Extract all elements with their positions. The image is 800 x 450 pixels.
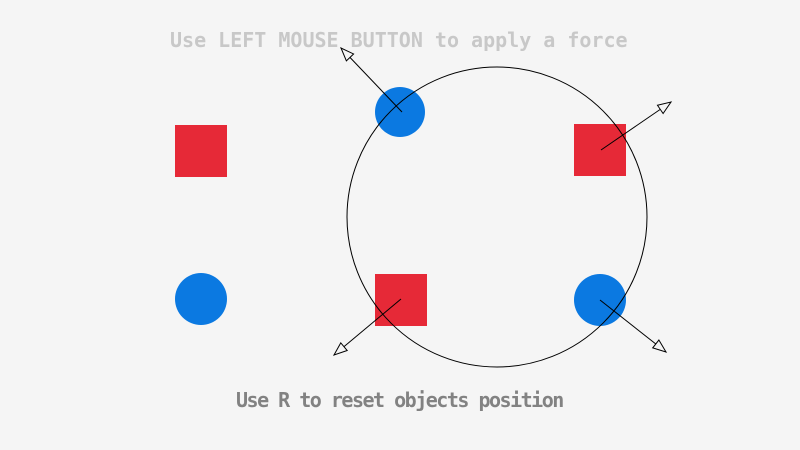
red-square-center[interactable] xyxy=(375,274,427,326)
blue-circle-bottom-left[interactable] xyxy=(175,273,227,325)
force-arrow-bottom-right-circle xyxy=(599,299,668,353)
red-square-right[interactable] xyxy=(574,124,626,176)
red-square-left[interactable] xyxy=(175,125,227,177)
force-arrow-center-square xyxy=(332,298,402,356)
instruction-reset-objects: Use R to reset objects position xyxy=(236,388,564,412)
blue-circle-top[interactable] xyxy=(375,87,425,137)
boundary-circle xyxy=(346,66,648,368)
force-arrow-top-circle xyxy=(340,46,403,113)
instruction-apply-force: Use LEFT MOUSE BUTTON to apply a force xyxy=(170,28,628,52)
force-arrow-right-square xyxy=(600,101,673,151)
